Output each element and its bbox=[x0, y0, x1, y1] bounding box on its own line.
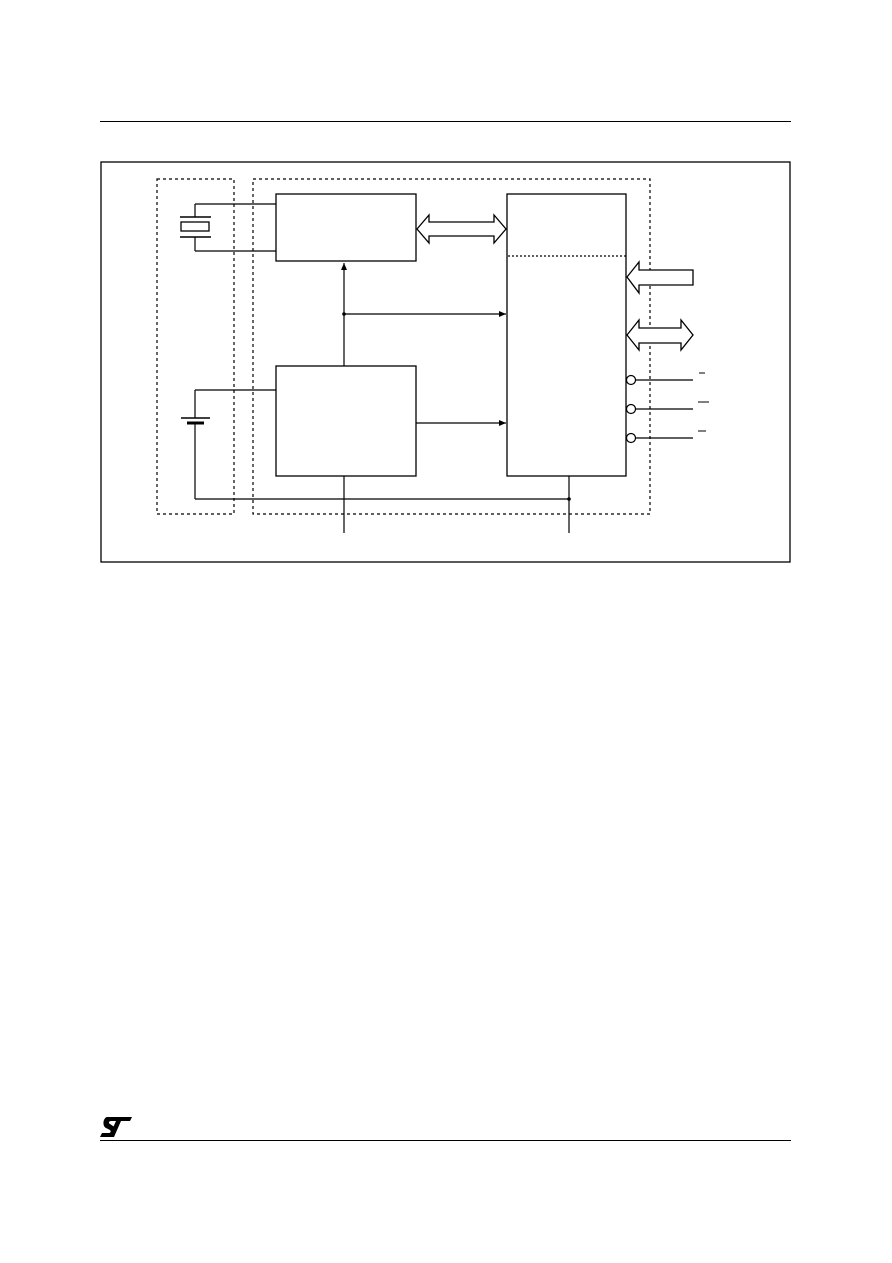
oscillator-block bbox=[275, 193, 417, 262]
figure-frame bbox=[100, 161, 791, 563]
memory-block bbox=[506, 193, 627, 477]
crystal-icon bbox=[180, 203, 276, 252]
ground-junction-dot bbox=[567, 497, 571, 501]
module-group bbox=[252, 178, 651, 515]
power-block bbox=[275, 365, 417, 477]
input-bus-arrow bbox=[626, 260, 694, 295]
control-pin-2 bbox=[625, 401, 709, 415]
control-pin-1 bbox=[625, 372, 705, 386]
st-logo-icon bbox=[100, 1117, 132, 1137]
footer-rule bbox=[100, 1140, 791, 1141]
header-rule bbox=[100, 121, 791, 122]
data-bus-arrow bbox=[626, 318, 694, 352]
internal-bus-arrow bbox=[416, 213, 507, 245]
control-pin-3 bbox=[625, 430, 706, 444]
battery-icon bbox=[181, 389, 569, 500]
external-components-group bbox=[156, 178, 235, 515]
